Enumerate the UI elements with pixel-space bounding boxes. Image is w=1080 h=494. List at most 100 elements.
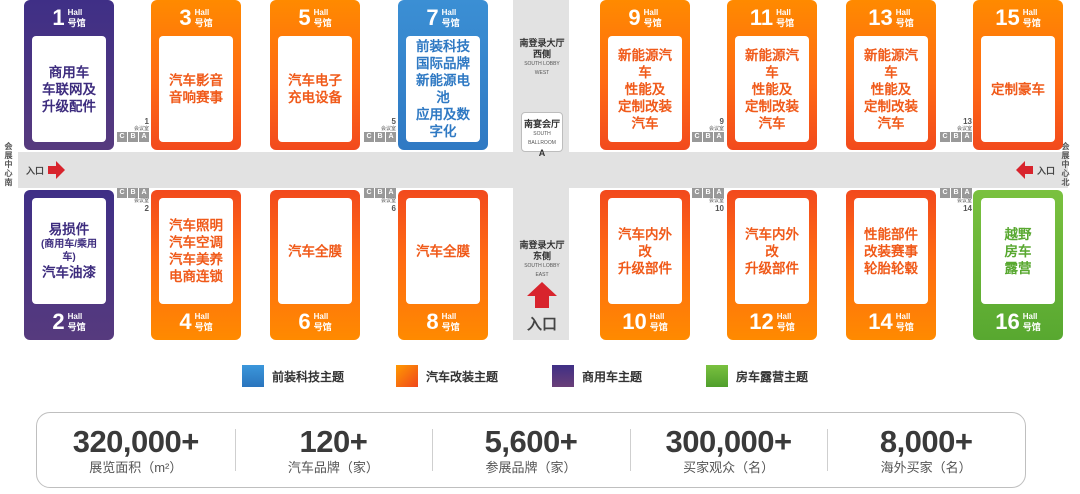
- hall-suffix-cn: 号馆: [441, 322, 460, 332]
- hall-suffix-cn: 号馆: [67, 322, 86, 332]
- hall-theme-text: 汽车照明汽车空调汽车美养电商连锁: [159, 198, 233, 304]
- hall-theme-line: 汽车内外改: [745, 226, 799, 259]
- hall-theme-line: 汽车内外改: [618, 226, 672, 259]
- meeting-room-letter: C: [117, 188, 127, 198]
- hall-theme-line: 汽车照明: [169, 218, 223, 233]
- hall-number: 12: [749, 309, 774, 334]
- meeting-room-letter: C: [940, 188, 950, 198]
- hall-theme-line: 新能源汽车: [745, 47, 799, 80]
- south-entrance-side-text: 会展中心南: [4, 142, 13, 187]
- stat-value: 5,600+: [484, 423, 578, 459]
- hall-suffix-en: Hall: [895, 8, 911, 17]
- meeting-room-letter: B: [951, 188, 961, 198]
- meeting-room-label: 会议室: [956, 198, 972, 204]
- meeting-room-letter: A: [386, 188, 396, 198]
- meeting-room-number: 10: [715, 204, 724, 213]
- hall-suffix-cn: 号馆: [194, 322, 213, 332]
- hall-suffix-cn: 号馆: [643, 18, 662, 28]
- stat-exhibitor-brands: 5,600+ 参展品牌（家）: [432, 413, 630, 487]
- south-lobby-west-en: SOUTH LOBBY WEST: [524, 61, 560, 76]
- south-lobby-east-sub: 东侧: [532, 251, 551, 261]
- legend-swatch-blue: [242, 365, 264, 387]
- meeting-room-letter: A: [386, 132, 396, 142]
- south-lobby-east-en: SOUTH LOBBY EAST: [524, 263, 560, 278]
- legend-label: 前装科技主题: [272, 369, 345, 384]
- legend-item-front-tech: 前装科技主题: [242, 365, 344, 387]
- meeting-room-number: 13: [963, 117, 972, 126]
- hall-theme-line: 汽车空调: [169, 235, 223, 250]
- hall-theme-text: 易损件(商用车/乘用车)汽车油漆: [32, 198, 106, 304]
- legend-item-modification: 汽车改装主题: [396, 365, 498, 387]
- south-ballroom-letter: A: [538, 148, 546, 158]
- hall-suffix-en: Hall: [776, 312, 792, 321]
- hall-theme-line: 易损件: [48, 222, 90, 237]
- hall-theme-text: 商用车车联网及升级配件: [32, 36, 106, 142]
- hall-number: 15: [995, 5, 1020, 30]
- north-entrance-side-label: 会展中心北: [1060, 142, 1071, 187]
- hall-suffix-cn: 号馆: [313, 18, 332, 28]
- meeting-room-letter: C: [692, 132, 702, 142]
- meeting-room-letter: B: [375, 132, 385, 142]
- meeting-room-letter: B: [375, 188, 385, 198]
- hall-theme-line: 新能源电池: [416, 73, 470, 105]
- meeting-room-letter: C: [364, 188, 374, 198]
- hall-suffix-en: Hall: [1022, 8, 1038, 17]
- hall-theme-line: 改装赛事: [864, 243, 918, 259]
- hall-theme-line: 露营: [1004, 260, 1032, 276]
- hall-theme-line: 新能源汽车: [618, 47, 672, 80]
- hall-number: 5: [298, 5, 311, 30]
- hall-theme-line: 电商连锁: [169, 269, 223, 284]
- stat-buyers: 300,000+ 买家观众（名）: [629, 413, 828, 487]
- hall-suffix-cn: 号馆: [67, 18, 86, 28]
- meeting-room-label: 会议室: [708, 198, 724, 204]
- legend-swatch-purple: [552, 365, 574, 387]
- hall-number: 6: [298, 309, 311, 334]
- hall-theme-text: 新能源汽车性能及定制改装汽车: [608, 36, 682, 142]
- hall-theme-line: 房车: [1004, 243, 1032, 259]
- meeting-room-number: 1: [144, 117, 149, 126]
- meeting-room-letter: B: [951, 132, 961, 142]
- hall-theme-text: 新能源汽车性能及定制改装汽车: [735, 36, 809, 142]
- meeting-room-letter: C: [117, 132, 127, 142]
- hall-suffix-en: Hall: [67, 312, 83, 321]
- hall-suffix-cn: 号馆: [194, 18, 213, 28]
- hall-theme-text: 汽车内外改升级部件: [735, 198, 809, 304]
- stat-label: 参展品牌（家）: [485, 459, 577, 475]
- hall-theme-line: 应用及数字化: [416, 107, 470, 139]
- stat-label: 买家观众（名）: [683, 459, 775, 475]
- hall-theme-line: 定制改装汽车: [618, 98, 672, 131]
- hall-theme-line: 升级部件: [618, 260, 672, 276]
- hall-suffix-cn: 号馆: [649, 322, 668, 332]
- stat-label: 汽车品牌（家）: [287, 459, 379, 475]
- hall-number: 11: [749, 5, 774, 30]
- hall-theme-line: 车联网及: [42, 81, 96, 97]
- hall-theme-line: 性能及: [751, 81, 793, 97]
- hall-theme-line: 充电设备: [288, 90, 342, 105]
- meeting-room-label: 会议室: [708, 126, 724, 132]
- hall-theme-text: 新能源汽车性能及定制改装汽车: [854, 36, 928, 142]
- hall-theme-line: 汽车油漆: [42, 265, 96, 280]
